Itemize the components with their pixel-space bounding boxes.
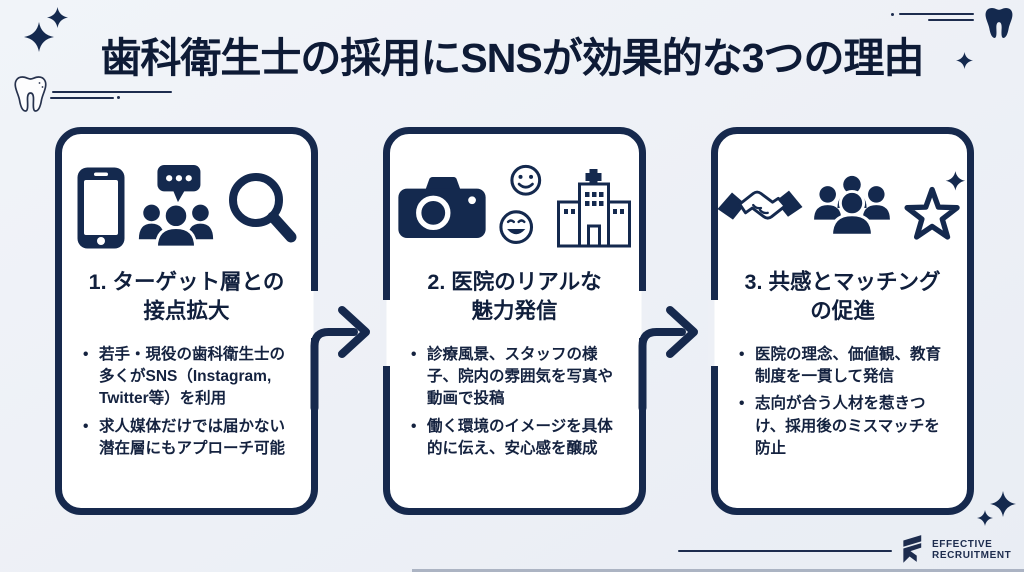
- camera-icon: [397, 176, 486, 245]
- card-icons: [76, 164, 298, 256]
- bullet-item: 働く環境のイメージを具体的に伝え、安心感を醸成: [410, 416, 627, 461]
- decorative-line: [52, 91, 172, 93]
- card-icons: [717, 164, 969, 256]
- decorative-dot: [117, 96, 120, 99]
- magnifier-icon: [226, 169, 298, 252]
- smiley-faces-icon: [497, 164, 545, 257]
- bullet-item: 求人媒体だけでは届かない潜在層にもアプローチ可能: [82, 416, 299, 461]
- bullet-item: 医院の理念、価値観、教育制度を一貫して発信: [738, 344, 955, 389]
- reason-card-3: 3. 共感とマッチング の促進 医院の理念、価値観、教育制度を一貫して発信 志向…: [711, 127, 974, 515]
- decorative-line: [50, 97, 114, 99]
- sparkle-icon: [47, 7, 68, 33]
- decorative-line: [899, 13, 974, 15]
- brand-name: EFFECTIVE RECRUITMENT: [932, 539, 1011, 561]
- tooth-filled-icon: [984, 6, 1014, 45]
- chat-group-icon: [137, 164, 215, 256]
- card-title: 2. 医院のリアルな 魅力発信: [427, 270, 602, 323]
- sparkle-icon: [977, 510, 993, 531]
- brand-name-line2: RECRUITMENT: [932, 550, 1012, 561]
- card-bullets: 診療風景、スタッフの様子、院内の雰囲気を写真や動画で投稿 働く環境のイメージを具…: [410, 344, 627, 466]
- decorative-line: [928, 19, 974, 21]
- bullet-item: 診療風景、スタッフの様子、院内の雰囲気を写真や動画で投稿: [410, 344, 627, 411]
- border-gap: [380, 300, 392, 366]
- card-icons: [397, 164, 632, 257]
- tooth-outline-icon: [13, 75, 48, 118]
- sparkle-icon: [956, 52, 973, 74]
- border-gap: [636, 291, 648, 338]
- page-title: 歯科衛生士の採用にSNSが効果的な3つの理由: [100, 35, 924, 81]
- border-gap: [308, 291, 320, 338]
- card-bullets: 医院の理念、価値観、教育制度を一貫して発信 志向が合う人材を惹きつけ、採用後のミ…: [738, 344, 955, 466]
- card-bullets: 若手・現役の歯科衛生士の多くがSNS（Instagram, Twitter等）を…: [82, 344, 299, 466]
- hospital-icon: [556, 168, 632, 253]
- sparkle-icon: [24, 22, 54, 57]
- brand-name-line1: EFFECTIVE: [932, 539, 993, 550]
- arrow-right-icon: [628, 296, 708, 414]
- reason-card-2: 2. 医院のリアルな 魅力発信 診療風景、スタッフの様子、院内の雰囲気を写真や動…: [383, 127, 646, 515]
- smartphone-icon: [76, 166, 126, 255]
- bottom-edge-line: [412, 569, 1024, 572]
- decorative-dot: [891, 12, 894, 16]
- handshake-icon: [717, 180, 803, 241]
- people-group-icon: [813, 173, 890, 248]
- bullet-item: 若手・現役の歯科衛生士の多くがSNS（Instagram, Twitter等）を…: [82, 344, 299, 411]
- sparkle-icon: [990, 491, 1016, 522]
- border-gap: [708, 300, 720, 366]
- arrow-right-icon: [300, 296, 380, 414]
- decorative-line: [678, 550, 892, 552]
- card-title: 1. ターゲット層との 接点拡大: [88, 270, 285, 323]
- reason-card-1: 1. ターゲット層との 接点拡大 若手・現役の歯科衛生士の多くがSNS（Inst…: [55, 127, 318, 515]
- card-title: 3. 共感とマッチング の促進: [744, 270, 941, 323]
- brand-logo-icon: [898, 534, 923, 568]
- bullet-item: 志向が合う人材を惹きつけ、採用後のミスマッチを防止: [738, 393, 955, 460]
- star-icon: [901, 169, 969, 252]
